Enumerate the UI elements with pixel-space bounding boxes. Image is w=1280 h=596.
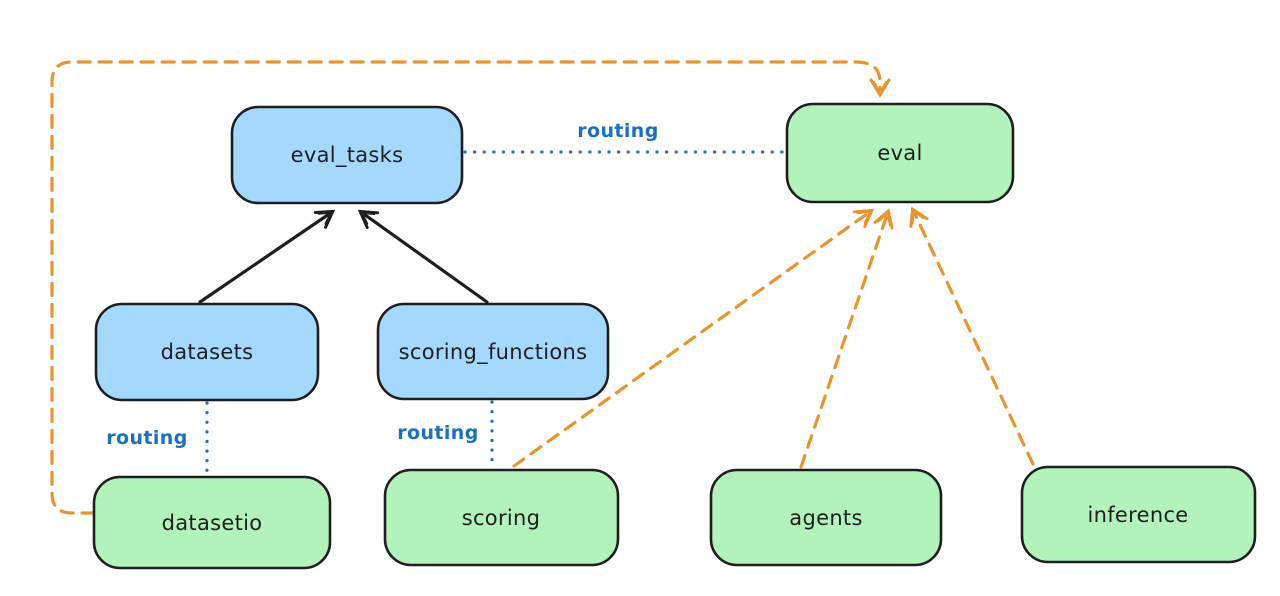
node-label-scoring: scoring (462, 506, 541, 530)
node-scoring: scoring (383, 468, 620, 567)
node-agents: agents (709, 468, 943, 567)
edge-scoring-to-eval (512, 208, 875, 468)
edge-routing-eval-tasks-to-eval: routing (463, 120, 787, 154)
edge-routing-scoring-functions-to-scoring: routing (397, 400, 494, 469)
node-scoring-functions: scoring_functions (376, 302, 610, 401)
node-label-scoring-functions: scoring_functions (399, 340, 588, 365)
routing-label-scoring: routing (397, 422, 478, 444)
edge-datasetio-to-eval (50, 60, 891, 515)
edge-scoring-functions-to-eval-tasks (357, 209, 489, 304)
node-label-datasetio: datasetio (162, 511, 263, 535)
node-label-eval-tasks: eval_tasks (291, 143, 404, 168)
node-label-agents: agents (789, 506, 862, 530)
node-inference: inference (1020, 465, 1257, 564)
edge-routing-datasets-to-datasetio: routing (106, 401, 209, 476)
edge-agents-to-eval (799, 208, 894, 469)
node-label-datasets: datasets (161, 340, 254, 364)
routing-label-datasetio: routing (106, 427, 187, 449)
edge-datasets-to-eval-tasks (198, 209, 336, 304)
node-label-eval: eval (877, 141, 922, 165)
node-eval-tasks: eval_tasks (230, 105, 464, 205)
node-datasets: datasets (94, 302, 320, 402)
node-datasetio: datasetio (92, 475, 332, 570)
node-label-inference: inference (1087, 503, 1188, 527)
node-eval: eval (785, 102, 1015, 204)
edge-inference-to-eval (909, 206, 1035, 466)
routing-label-eval: routing (577, 120, 658, 142)
